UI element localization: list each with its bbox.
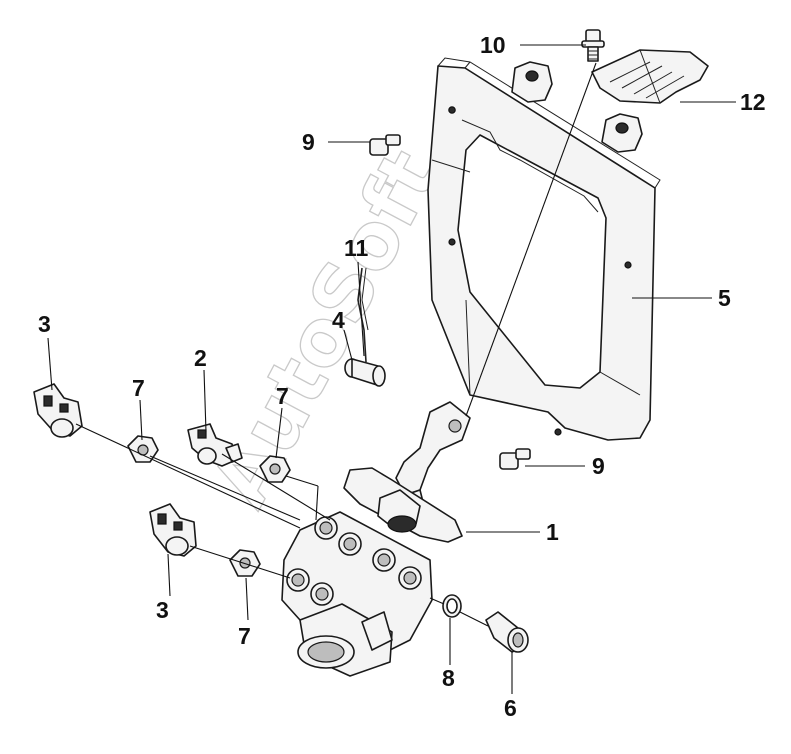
part-9-bolt-upper [369, 134, 401, 156]
callout-12: 12 [740, 89, 766, 115]
callout-9-lower: 9 [592, 453, 605, 479]
callout-3-upper: 3 [38, 311, 51, 337]
part-5-bracket [427, 57, 661, 441]
callout-10: 10 [480, 32, 506, 58]
callout-9-upper: 9 [302, 129, 315, 155]
callout-7-left: 7 [132, 375, 145, 401]
callout-11: 11 [344, 235, 369, 261]
callout-7-middle: 7 [276, 383, 289, 409]
leader-lines [47, 44, 736, 694]
part-9-bolt-lower [499, 448, 531, 470]
part-8-washer [442, 594, 462, 618]
callout-3-lower: 3 [156, 597, 169, 623]
callout-5: 5 [718, 285, 731, 311]
part-7-nut-left [127, 435, 159, 463]
callout-4: 4 [332, 307, 345, 333]
part-10-bolt [581, 29, 605, 62]
callout-1: 1 [546, 519, 559, 545]
callout-labels: 10 12 9 11 5 4 3 2 7 7 9 1 3 7 8 6 [38, 32, 766, 721]
part-12-shield [591, 49, 709, 104]
part-3-elbow-upper [33, 383, 83, 438]
part-7-nut-lower [229, 549, 261, 577]
callout-2: 2 [194, 345, 207, 371]
callout-8: 8 [442, 665, 455, 691]
callout-7-lower: 7 [238, 623, 251, 649]
part-1-valve-assembly [281, 467, 463, 677]
part-4-clevis-pin [344, 358, 386, 387]
callout-6: 6 [504, 695, 517, 721]
part-6-connector [485, 611, 529, 653]
part-3-elbow-lower [149, 503, 197, 557]
